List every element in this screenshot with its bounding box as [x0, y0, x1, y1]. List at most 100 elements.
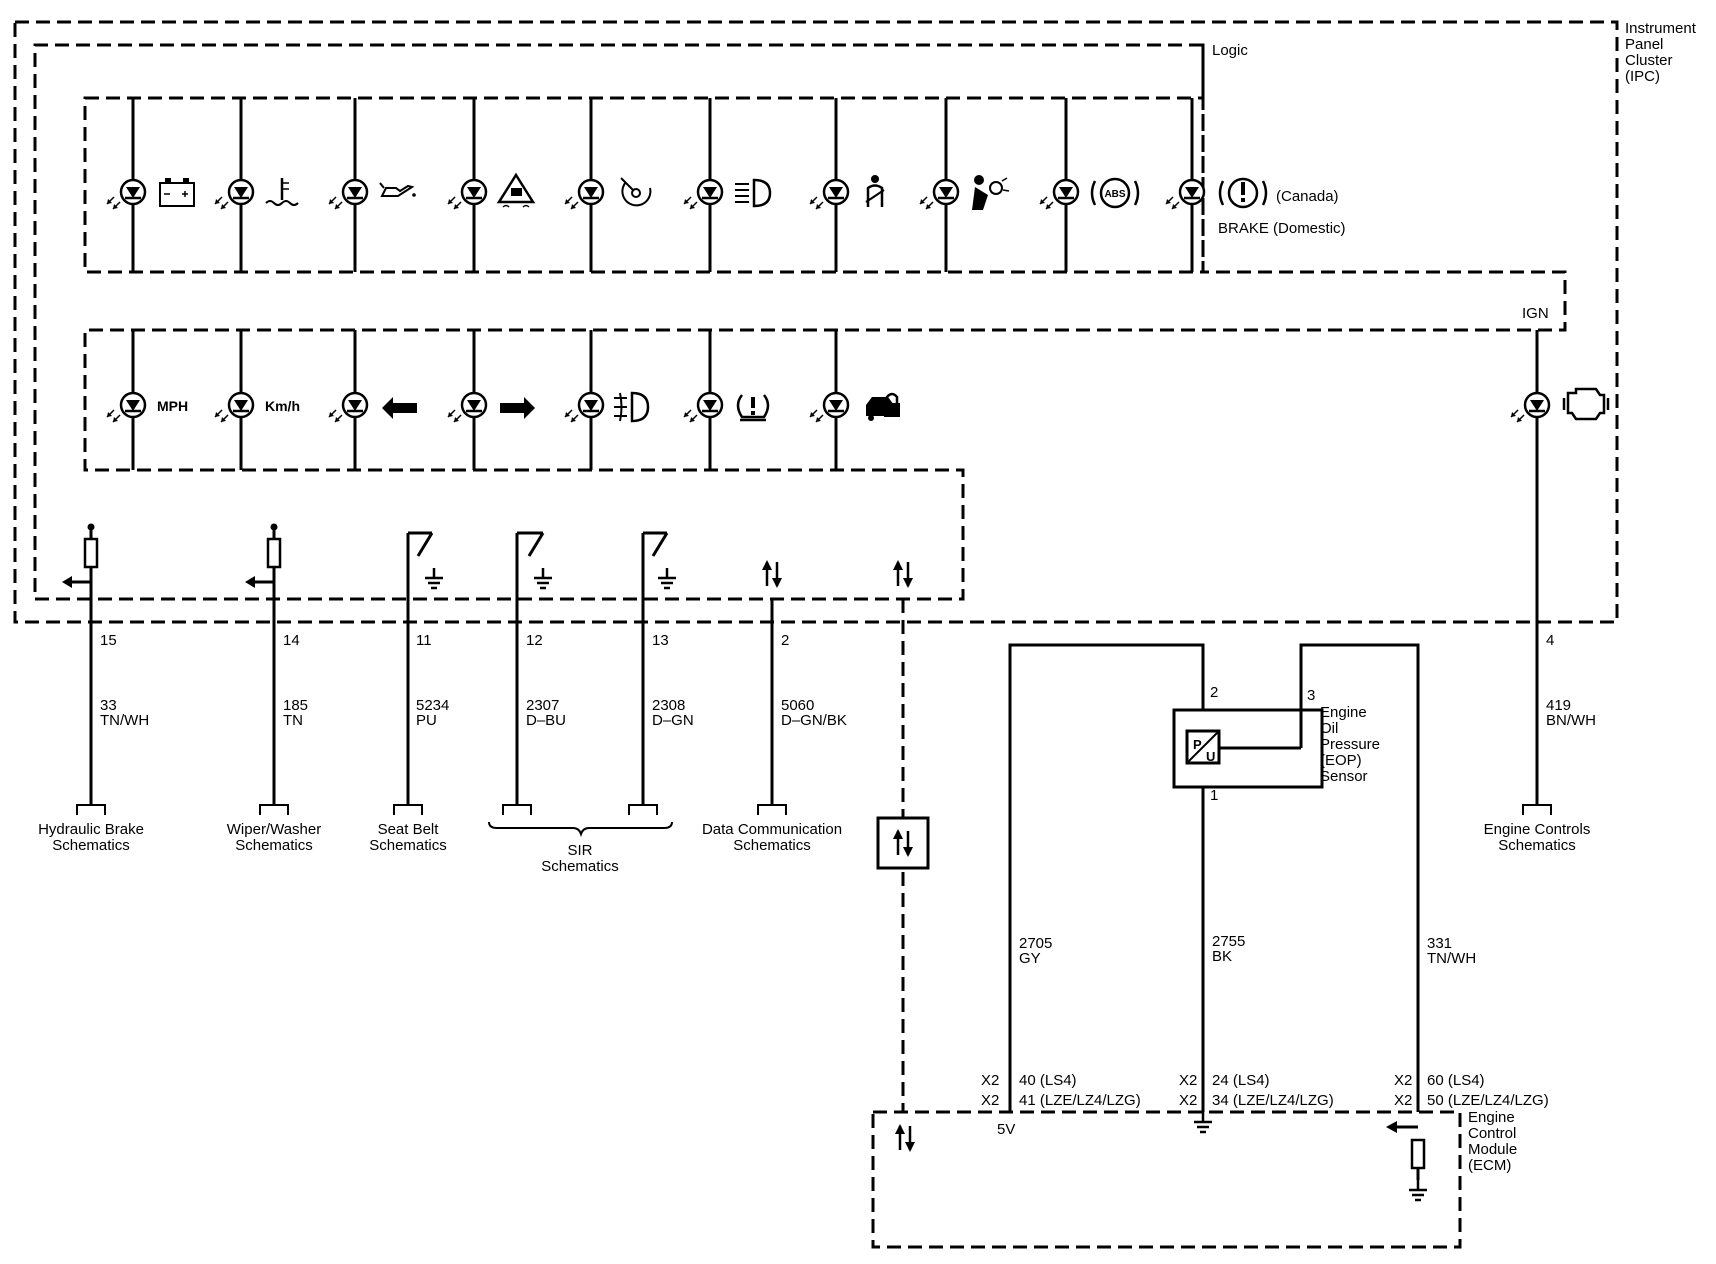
indicator-seat-belt	[808, 175, 885, 211]
svg-text:Pressure: Pressure	[1320, 736, 1380, 753]
eop-wiring	[1008, 643, 1420, 1112]
svg-text:185: 185	[283, 697, 308, 714]
indicator-mph: MPH	[105, 391, 188, 424]
svg-text:X2: X2	[1179, 1072, 1197, 1089]
abs-icon: ABS	[1090, 177, 1140, 209]
svg-text:U: U	[1206, 749, 1215, 764]
svg-text:2307: 2307	[526, 697, 559, 714]
svg-text:D–GN/BK: D–GN/BK	[781, 712, 847, 729]
svg-text:Engine: Engine	[1468, 1109, 1515, 1126]
svg-text:2308: 2308	[652, 697, 685, 714]
svg-text:GY: GY	[1019, 950, 1041, 967]
schematic-refs: Hydraulic Brake Schematics Wiper/Washer …	[38, 821, 1590, 875]
svg-text:Wiper/Washer: Wiper/Washer	[227, 821, 321, 838]
svg-text:X2: X2	[1179, 1092, 1197, 1109]
airbag-icon	[972, 175, 1010, 210]
coolant-temp-icon	[265, 178, 299, 206]
indicator-right-turn	[446, 391, 535, 424]
indicator-high-beam	[682, 178, 772, 211]
svg-text:34 (LZE/LZ4/LZG): 34 (LZE/LZ4/LZG)	[1212, 1092, 1334, 1109]
svg-text:PU: PU	[416, 712, 437, 729]
indicator-brake: (Canada) BRAKE (Domestic)	[1164, 177, 1346, 237]
svg-text:(EOP): (EOP)	[1320, 752, 1362, 769]
oil-pressure-icon	[379, 182, 416, 197]
data-comm-serial	[760, 558, 784, 805]
indicator-oil	[327, 178, 416, 211]
kmh-label: Km/h	[265, 398, 300, 414]
indicator-traction-off	[563, 177, 652, 211]
svg-text:Schematics: Schematics	[369, 837, 447, 854]
hydraulic-brake-input	[62, 523, 99, 805]
svg-text:Cluster: Cluster	[1625, 52, 1673, 69]
security-icon	[866, 392, 900, 421]
svg-text:X2: X2	[981, 1092, 999, 1109]
svg-text:BK: BK	[1212, 948, 1232, 965]
svg-text:13: 13	[652, 632, 669, 649]
svg-text:41 (LZE/LZ4/LZG): 41 (LZE/LZ4/LZG)	[1019, 1092, 1141, 1109]
svg-text:5060: 5060	[781, 697, 814, 714]
svg-text:D–GN: D–GN	[652, 712, 694, 729]
indicator-airbag	[918, 175, 1010, 211]
svg-text:Engine: Engine	[1320, 704, 1367, 721]
svg-text:Schematics: Schematics	[733, 837, 811, 854]
svg-text:P: P	[1193, 737, 1202, 752]
fog-lamp-icon	[614, 391, 650, 423]
check-engine-icon	[1562, 387, 1610, 421]
eop-sensor: P U 2 3 1 Engine Oil Pressure (EOP) Sens…	[1172, 684, 1380, 804]
svg-text:X2: X2	[981, 1072, 999, 1089]
svg-text:15: 15	[100, 632, 117, 649]
svg-text:SIR: SIR	[567, 842, 592, 859]
ipc-label: Instrument Panel Cluster (IPC)	[1625, 20, 1697, 85]
svg-text:Schematics: Schematics	[541, 858, 619, 875]
tire-pressure-icon	[736, 394, 770, 422]
svg-text:X2: X2	[1394, 1072, 1412, 1089]
svg-text:12: 12	[526, 632, 543, 649]
svg-text:Oil: Oil	[1320, 720, 1338, 737]
svg-text:X2: X2	[1394, 1092, 1412, 1109]
brake-icon	[1218, 177, 1268, 209]
brake-domestic-label: BRAKE (Domestic)	[1218, 220, 1346, 237]
row-1-wires	[131, 98, 1194, 272]
mph-label: MPH	[157, 398, 188, 414]
svg-text:14: 14	[283, 632, 300, 649]
svg-text:11: 11	[416, 632, 432, 649]
5v-reference-label: 5V	[997, 1121, 1015, 1138]
svg-text:TN: TN	[283, 712, 303, 729]
svg-text:4: 4	[1546, 632, 1554, 649]
svg-text:Schematics: Schematics	[235, 837, 313, 854]
seat-belt-icon	[865, 175, 885, 207]
svg-text:2: 2	[781, 632, 789, 649]
svg-text:2: 2	[1210, 684, 1218, 701]
high-beam-icon	[735, 178, 772, 208]
sir-brace	[488, 821, 673, 838]
svg-text:TN/WH: TN/WH	[1427, 950, 1476, 967]
indicator-abs: ABS	[1038, 177, 1140, 211]
eop-wire-labels: 2705 GY 2755 BK 331 TN/WH X2 40 (LS4) X2…	[981, 933, 1549, 1109]
svg-text:(ECM): (ECM)	[1468, 1157, 1511, 1174]
svg-text:Schematics: Schematics	[52, 837, 130, 854]
svg-text:Engine Controls: Engine Controls	[1484, 821, 1591, 838]
ecm-boundary	[871, 1110, 1462, 1249]
svg-text:Panel: Panel	[1625, 36, 1663, 53]
ecm-label: Engine Control Module (ECM)	[1468, 1109, 1517, 1174]
svg-text:Seat Belt: Seat Belt	[378, 821, 440, 838]
svg-text:Schematics: Schematics	[1498, 837, 1576, 854]
svg-text:2705: 2705	[1019, 935, 1052, 952]
wiper-washer-input	[245, 523, 282, 805]
svg-text:Data Communication: Data Communication	[702, 821, 842, 838]
svg-text:Sensor: Sensor	[1320, 768, 1368, 785]
brake-canada-label: (Canada)	[1276, 188, 1339, 205]
svg-text:BN/WH: BN/WH	[1546, 712, 1596, 729]
serial-data-box	[876, 816, 930, 870]
serial-data-link	[876, 558, 930, 1112]
battery-icon	[159, 178, 195, 207]
ign-label: IGN	[1522, 305, 1549, 322]
svg-text:Module: Module	[1468, 1141, 1517, 1158]
indicator-traction	[446, 172, 536, 211]
indicator-battery	[105, 178, 195, 211]
ecm-internals: 5V	[893, 1110, 1429, 1202]
indicator-security	[808, 391, 900, 424]
svg-text:(IPC): (IPC)	[1625, 68, 1660, 85]
svg-text:60 (LS4): 60 (LS4)	[1427, 1072, 1485, 1089]
